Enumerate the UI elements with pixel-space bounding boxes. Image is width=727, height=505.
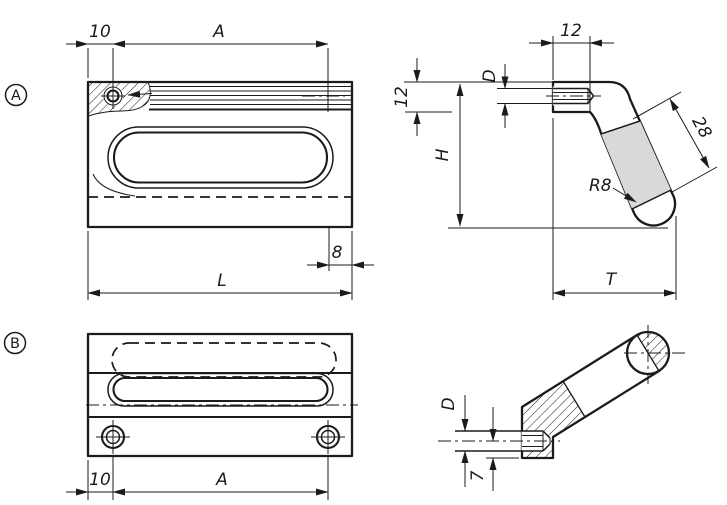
handle-section-outline: [551, 80, 677, 227]
dim-label-a: A: [212, 22, 225, 42]
screw-hole-left: [96, 420, 130, 454]
view-a-letter: A: [11, 88, 21, 104]
dim-label-l: L: [217, 271, 226, 291]
dim-pad-height: 12: [392, 58, 421, 136]
front-view-style-a: 10 A 8 L: [66, 22, 374, 300]
ledge-strip-lines: [149, 86, 352, 111]
dim-height: H: [433, 83, 464, 227]
handle-plate-outline-b: [86, 332, 354, 458]
bracket-outline: [520, 333, 661, 460]
dim-label-r8: R8: [589, 176, 612, 196]
grip-tangent-curve: [92, 173, 136, 197]
grip-recess-outline: [107, 126, 334, 189]
view-a-circle: [4, 83, 28, 107]
dim-label-10: 10: [89, 22, 111, 42]
dim-depth: T: [552, 118, 677, 300]
front-view-style-b: 10 A: [66, 332, 358, 500]
dim-label-a-b: A: [215, 470, 228, 490]
dim-label-12-left: 12: [392, 86, 412, 108]
hidden-slot-outline: [111, 342, 337, 378]
dim-label-t: T: [606, 270, 618, 290]
dim-span-bottom: A: [113, 456, 329, 500]
side-view-style-a: 12 H 12 D 28: [392, 21, 718, 300]
break-line: [87, 81, 151, 117]
breakout-section: [87, 81, 153, 117]
dim-label-12-top: 12: [560, 21, 582, 41]
side-view-style-b: D 7: [438, 325, 686, 491]
dim-label-10-b: 10: [89, 470, 111, 490]
hole-leader-arrow: [127, 90, 153, 98]
dim-label-d-bottom: D: [439, 397, 459, 410]
dim-label-d-top: D: [480, 69, 500, 82]
grip-recess-outline-b: [107, 372, 334, 407]
dim-label-8: 8: [332, 243, 343, 263]
dim-end-radius: R8: [589, 176, 637, 203]
grip-surface-b: [563, 335, 659, 417]
handle-plate-outline: [86, 80, 354, 229]
screw-hole-right: [311, 420, 345, 454]
view-b-circle: [3, 331, 27, 355]
grip-slot-outline: [112, 131, 329, 184]
dim-label-h: H: [433, 148, 453, 161]
dim-edge-distance: 8: [307, 227, 374, 300]
dim-offset-bottom: 10: [66, 456, 134, 500]
view-marker-b: B: [3, 331, 27, 355]
view-marker-a: A: [4, 83, 28, 107]
dim-thread-bottom: D: [439, 395, 469, 487]
tapped-hole: [546, 86, 601, 106]
tapped-hole-b: [438, 430, 560, 452]
dim-span-top: A: [113, 22, 329, 112]
dim-length: L: [87, 231, 353, 300]
dim-boss-height: 7: [468, 407, 519, 491]
view-b-letter: B: [10, 336, 20, 352]
dim-pad-width: 12: [529, 21, 614, 112]
grip-surface: [601, 121, 671, 209]
dim-label-7: 7: [468, 470, 488, 481]
grip-slot-outline-b: [112, 376, 329, 403]
dim-thread-top: D: [480, 64, 552, 128]
